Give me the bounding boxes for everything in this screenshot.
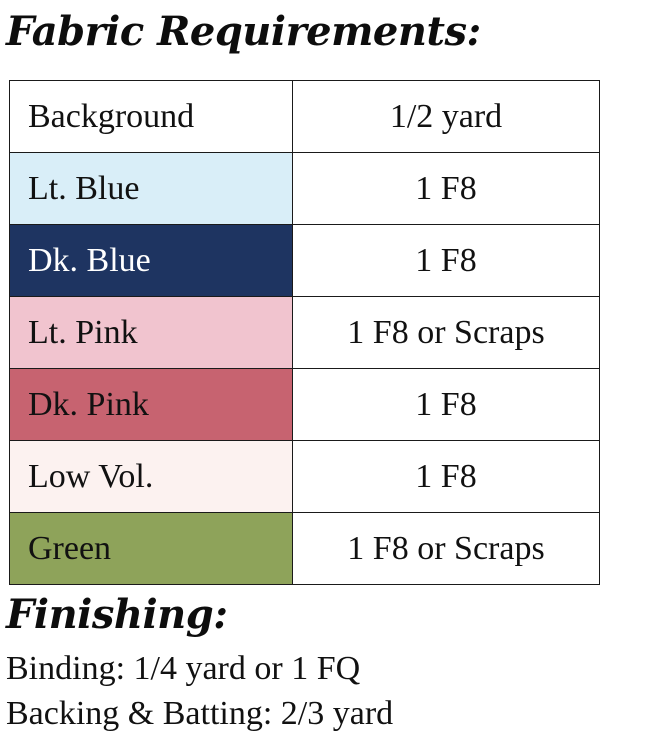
binding-line: Binding: 1/4 yard or 1 FQ <box>6 650 361 687</box>
fabric-amount: 1 F8 or Scraps <box>292 296 600 369</box>
backing-batting-line: Backing & Batting: 2/3 yard <box>6 695 394 732</box>
fabric-color-swatch: Lt. Pink <box>9 296 293 369</box>
fabric-amount: 1 F8 or Scraps <box>292 512 600 585</box>
fabric-color-swatch: Background <box>9 80 293 153</box>
fabric-color-swatch: Green <box>9 512 293 585</box>
finishing-list: Binding: 1/4 yard or 1 FQ Backing & Batt… <box>6 646 393 736</box>
fabric-color-swatch: Lt. Blue <box>9 152 293 225</box>
fabric-row: Low Vol.1 F8 <box>9 440 600 513</box>
fabric-color-swatch: Low Vol. <box>9 440 293 513</box>
fabric-color-swatch: Dk. Pink <box>9 368 293 441</box>
fabric-amount: 1 F8 <box>292 368 600 441</box>
fabric-amount: 1 F8 <box>292 152 600 225</box>
fabric-amount: 1 F8 <box>292 440 600 513</box>
fabric-color-swatch: Dk. Blue <box>9 224 293 297</box>
finishing-heading: Finishing: <box>6 591 228 638</box>
fabric-requirements-heading: Fabric Requirements: <box>6 8 481 55</box>
fabric-amount: 1 F8 <box>292 224 600 297</box>
fabric-amount: 1/2 yard <box>292 80 600 153</box>
